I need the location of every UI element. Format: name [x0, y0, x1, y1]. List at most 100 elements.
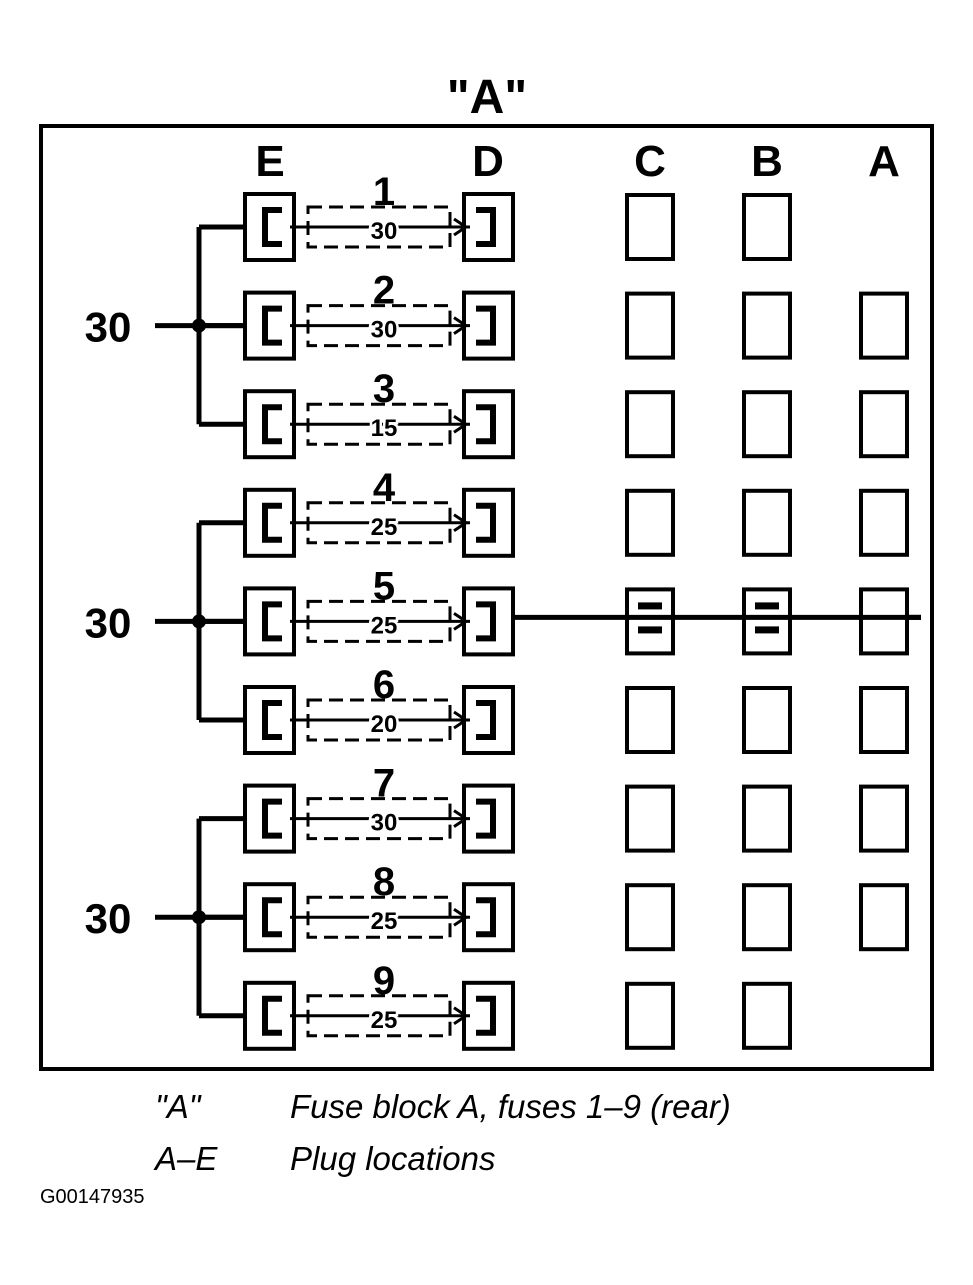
plug-e-socket [243, 882, 296, 953]
fuse-arrow [453, 316, 469, 335]
plug-e-socket [243, 192, 296, 262]
fuse-rating: 25 [371, 612, 398, 639]
plug-e-socket [243, 290, 296, 361]
fuse-arrow [453, 513, 469, 533]
plug-c-slot [625, 291, 675, 360]
column-label-c: C [634, 137, 666, 186]
fuse-number: 9 [373, 959, 395, 1003]
fuse-arrow [453, 217, 469, 237]
plug-d-socket [462, 192, 515, 262]
legend-key: A–E [155, 1140, 218, 1177]
bus-terminal-mark [638, 602, 662, 610]
fuse-rating: 30 [371, 810, 398, 837]
plug-d-socket [462, 980, 515, 1051]
plug-e-contact [262, 798, 282, 839]
plug-e-socket [243, 980, 296, 1051]
fuse-number: 6 [373, 663, 395, 707]
plug-b-slot [742, 686, 792, 754]
plug-e-contact [262, 305, 282, 346]
plug-d-contact [476, 207, 496, 247]
plug-d-contact [476, 601, 496, 642]
plug-c-slot [625, 981, 675, 1050]
bus-terminal-mark [755, 602, 779, 610]
plug-c-slot [625, 390, 675, 459]
plug-d-socket [462, 685, 515, 755]
plug-d-socket [462, 290, 515, 361]
plug-d-contact [476, 502, 496, 543]
plug-e-contact [262, 502, 282, 543]
feed-junction-dot [192, 910, 206, 925]
plug-d-contact [476, 700, 496, 740]
column-label-a: A [868, 137, 900, 186]
plug-a-slot [859, 291, 909, 360]
plug-a-slot [859, 488, 909, 557]
plug-d-socket [462, 882, 515, 953]
fuse-arrow [453, 1006, 469, 1026]
fuse-rating: 15 [371, 415, 398, 442]
plug-b-slot [742, 587, 792, 656]
plug-d-contact [476, 404, 496, 445]
fuse-arrow [453, 710, 469, 730]
fuse-arrow [453, 612, 469, 631]
plug-d-socket [462, 783, 515, 854]
plug-a-slot [859, 390, 909, 459]
feed-junction-dot [192, 318, 206, 333]
plug-c-slot [625, 686, 675, 754]
legend-description: Fuse block A, fuses 1–9 (rear) [290, 1088, 731, 1125]
feed-label: 30 [85, 599, 132, 646]
fuse-rating: 25 [371, 908, 398, 935]
plug-e-socket [243, 389, 296, 460]
plug-e-socket [243, 487, 296, 558]
column-label-e: E [255, 137, 284, 186]
plug-a-slot [859, 883, 909, 952]
plug-e-contact [262, 700, 282, 740]
column-label-b: B [751, 137, 783, 186]
plug-c-slot [625, 488, 675, 557]
fuse-rating: 30 [371, 218, 398, 245]
plug-b-slot [742, 291, 792, 360]
feed-label: 30 [85, 304, 132, 351]
plug-b-slot [742, 390, 792, 459]
fuse-number: 4 [373, 466, 396, 510]
bus-terminal-mark [638, 626, 662, 634]
plug-b-slot [742, 883, 792, 952]
bus-terminal-mark [755, 626, 779, 634]
plug-d-contact [476, 995, 496, 1036]
fuse-rating: 30 [371, 317, 398, 344]
fuse-rating: 25 [371, 1007, 398, 1034]
plug-d-socket [462, 389, 515, 460]
fuse-block-frame [39, 124, 934, 1071]
plug-e-socket [243, 685, 296, 755]
fuse-rating: 20 [371, 711, 398, 738]
fuse-number: 5 [373, 564, 395, 608]
plug-c-slot [625, 784, 675, 853]
fuse-arrow [453, 907, 469, 927]
fuse-rating: 25 [371, 514, 398, 541]
fuse-number: 3 [373, 367, 395, 411]
fuse-arrow [453, 414, 469, 434]
plug-c-slot [625, 883, 675, 952]
plug-e-socket [243, 783, 296, 854]
plug-a-slot [859, 686, 909, 754]
plug-a-slot [859, 784, 909, 853]
plug-e-contact [262, 897, 282, 938]
fuse-number: 8 [373, 860, 395, 904]
figure-id: G00147935 [40, 1186, 145, 1208]
plug-d-contact [476, 897, 496, 938]
plug-d-contact [476, 798, 496, 839]
column-label-d: D [472, 137, 504, 186]
feed-label: 30 [85, 895, 132, 942]
fuse-number: 1 [373, 170, 395, 214]
plug-e-contact [262, 404, 282, 445]
plug-e-contact [262, 207, 282, 247]
fuse-number: 7 [373, 762, 395, 806]
plug-e-socket [243, 586, 296, 657]
fuse-number: 2 [373, 269, 395, 313]
legend-description: Plug locations [290, 1140, 496, 1177]
feed-junction-dot [192, 614, 206, 629]
plug-e-contact [262, 995, 282, 1036]
plug-b-slot [742, 784, 792, 853]
plug-c-slot [625, 587, 675, 656]
diagram-title: "A" [447, 71, 527, 124]
